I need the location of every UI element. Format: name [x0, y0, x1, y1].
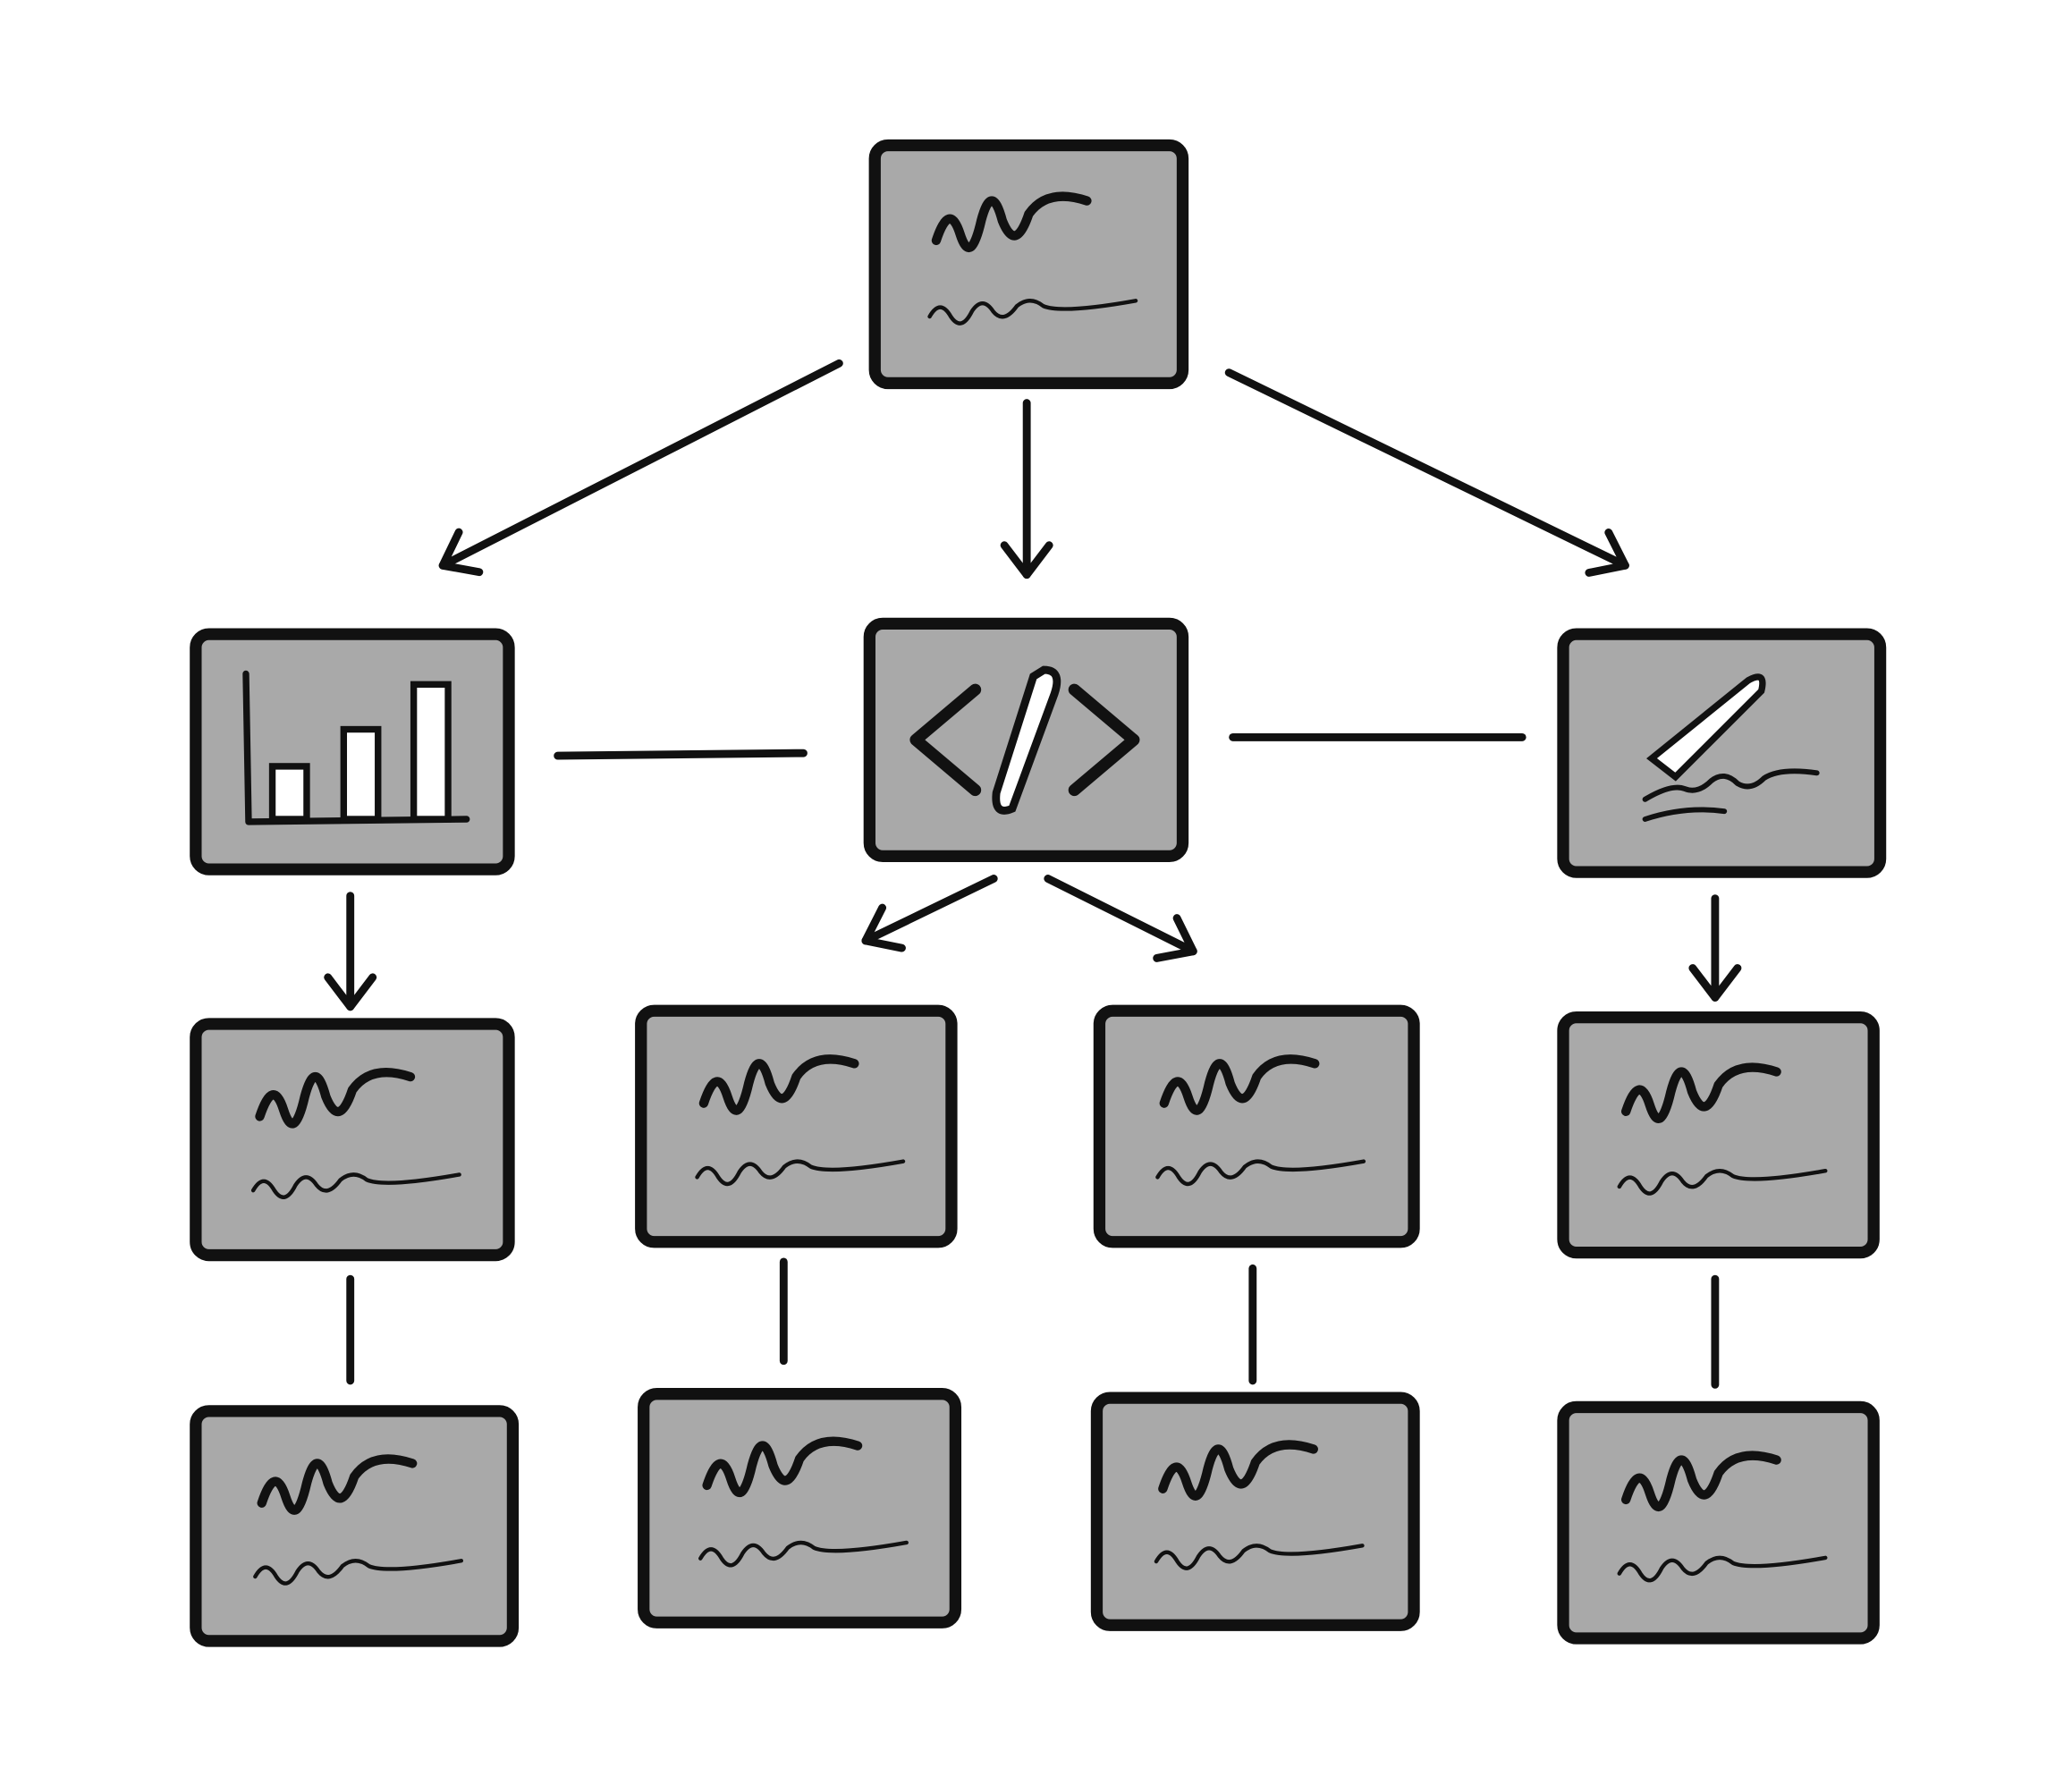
- scribble-text-icon: [1155, 1054, 1366, 1187]
- node-design-child-2: [1557, 1400, 1880, 1645]
- arrowhead-icon: [324, 973, 377, 1011]
- edge-chart-to-code: [554, 749, 808, 760]
- arrowhead-icon: [1688, 964, 1742, 1002]
- node-design: [1557, 628, 1887, 878]
- node-chart-child-2: [190, 1405, 520, 1647]
- edge-root-to-chart: [438, 359, 843, 577]
- edge-chart-to-chart-child-1: [324, 892, 377, 1011]
- edge-code-to-code-child-2: [1044, 875, 1197, 962]
- scribble-text-icon: [927, 191, 1138, 326]
- edge-root-to-code: [1000, 399, 1053, 579]
- node-code: [863, 617, 1189, 863]
- scribble-text-icon: [698, 1436, 909, 1568]
- arrowhead-icon: [1585, 528, 1629, 577]
- node-chart: [190, 628, 515, 876]
- node-code-child-4: [1090, 1392, 1420, 1631]
- arrowhead-icon: [861, 903, 906, 952]
- scribble-text-icon: [1617, 1062, 1828, 1196]
- edge-root-to-design: [1224, 368, 1629, 577]
- arrowhead-icon: [438, 528, 484, 577]
- node-chart-child-1: [190, 1018, 515, 1262]
- code-icon: [909, 665, 1140, 815]
- scribble-text-icon: [695, 1054, 906, 1187]
- arrowhead-icon: [1153, 914, 1197, 962]
- scribble-text-icon: [1154, 1440, 1365, 1570]
- node-code-child-2: [1093, 1004, 1420, 1248]
- node-design-child-1: [1557, 1011, 1880, 1259]
- scribble-text-icon: [253, 1454, 464, 1586]
- node-root: [868, 139, 1189, 390]
- edge-code-to-code-child-1: [861, 875, 998, 952]
- node-code-child-1: [635, 1004, 958, 1248]
- bar-chart-icon: [242, 670, 470, 825]
- scribble-text-icon: [1617, 1451, 1828, 1583]
- pen-icon: [1642, 673, 1820, 822]
- arrowhead-icon: [1000, 541, 1053, 579]
- edge-design-to-design-child-1: [1688, 894, 1742, 1002]
- node-code-child-3: [638, 1388, 962, 1628]
- scribble-text-icon: [250, 1068, 461, 1199]
